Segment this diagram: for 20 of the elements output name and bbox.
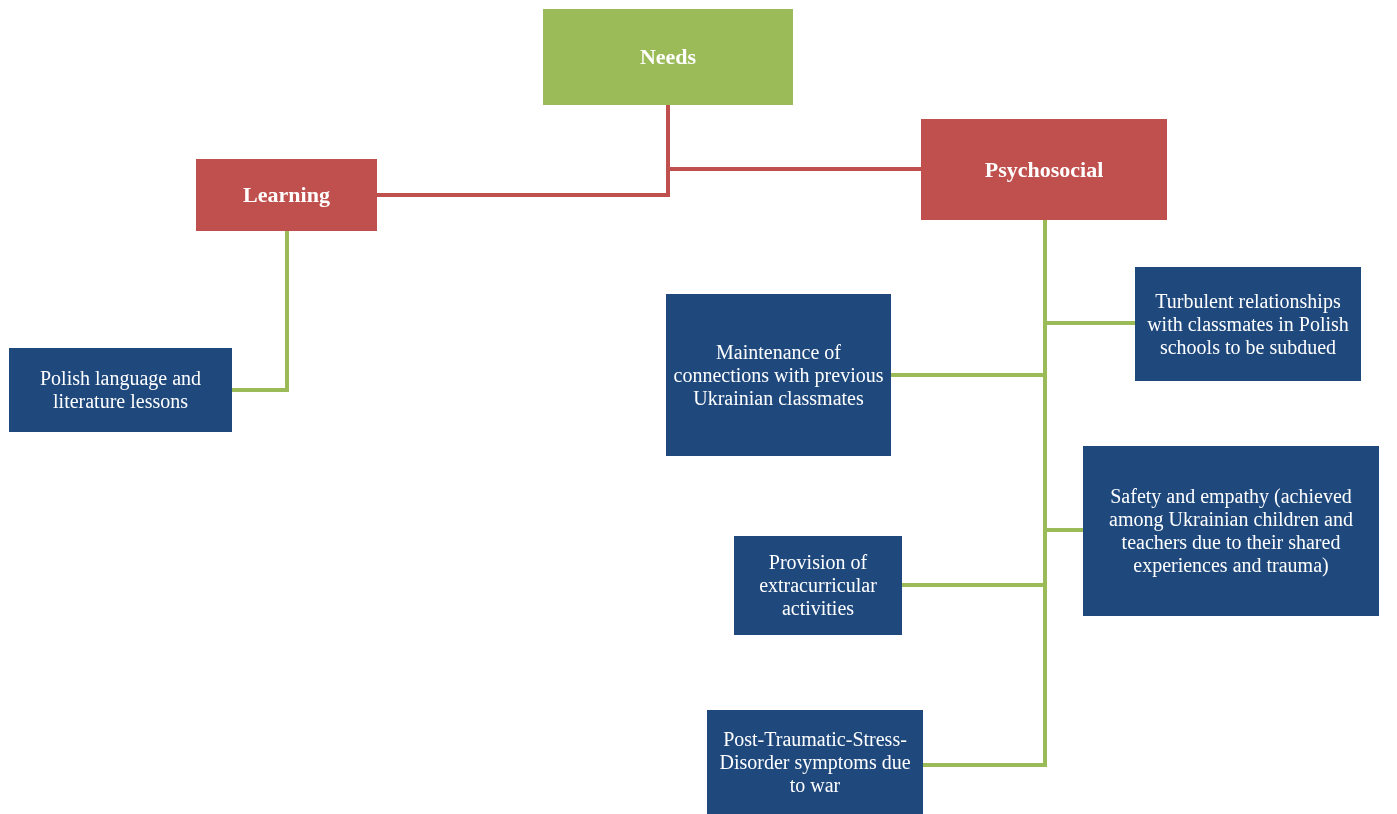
node-label: Psychosocial xyxy=(984,156,1104,183)
item-box xyxy=(666,294,891,456)
item-box xyxy=(1135,267,1361,381)
node-label: Post-Traumatic-Stress-Disorder symptoms due to war xyxy=(718,727,912,797)
node-label: Safety and empathy (achieved among Ukrainian children and teachers due to their shared experiences and trauma) xyxy=(1108,485,1354,577)
item-box xyxy=(9,348,232,432)
connector-line xyxy=(666,105,921,171)
category-box xyxy=(196,159,377,231)
item-box xyxy=(1083,446,1379,616)
node-label: Turbulent relationships with classmates in Polish schools to be subdued xyxy=(1146,289,1350,359)
node-label: Needs xyxy=(639,44,697,70)
node-label: Learning xyxy=(243,182,330,208)
connector-line xyxy=(232,231,289,392)
node-label: Polish language and literature lessons xyxy=(38,367,203,413)
root-box xyxy=(543,9,793,105)
node-label: Maintenance of connections with previous Ukrainian classmates xyxy=(672,340,885,410)
item-box xyxy=(707,710,923,814)
item-box xyxy=(734,536,902,635)
category-box xyxy=(921,119,1167,220)
node-label: Provision of extracurricular activities xyxy=(758,551,878,620)
